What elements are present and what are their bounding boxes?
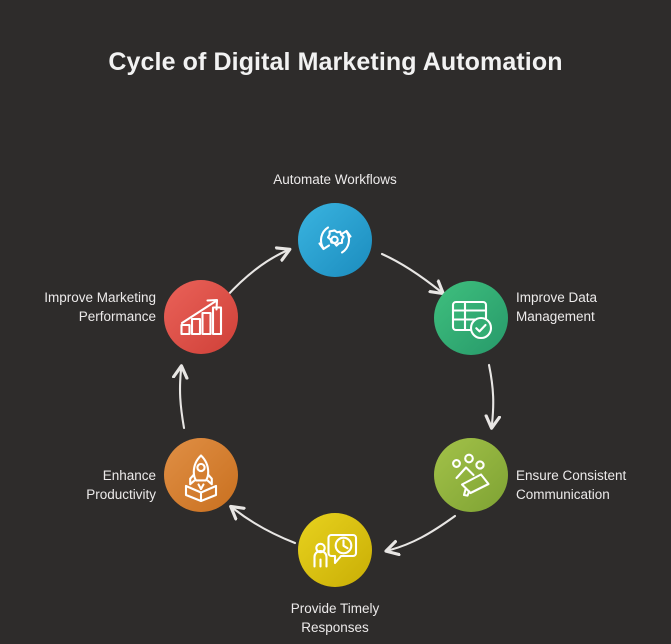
arrow-responses-to-productivity [234,509,297,545]
arrow-automate-to-data [380,252,440,291]
node-automate-workflows[interactable] [298,203,372,277]
megaphone-network-icon [452,453,490,497]
arrow-productivity-to-performance [180,370,184,430]
table-check-icon [451,300,493,340]
node-improve-marketing-performance[interactable] [164,280,238,354]
label-automate-workflows: Automate Workflows [273,172,397,187]
arrow-communication-to-responses [390,514,457,550]
label-ensure-consistent-communication: Ensure Consistent Communication [516,468,627,502]
label-improve-marketing-performance: Improve Marketing Performance [44,290,156,324]
node-enhance-productivity[interactable] [164,438,238,512]
label-enhance-productivity: Enhance Productivity [86,468,156,502]
node-ensure-consistent-communication[interactable] [434,438,508,512]
node-improve-data-management[interactable] [434,281,508,355]
label-improve-data-management: Improve Data Management [516,290,598,324]
node-provide-timely-responses[interactable] [298,513,372,587]
arrow-performance-to-automate [224,251,286,299]
growth-bar-chart-icon [180,298,223,336]
page-title: Cycle of Digital Marketing Automation [108,48,563,76]
person-clock-chat-icon [313,533,358,568]
rocket-launch-icon [184,454,218,503]
label-provide-timely-responses: Provide Timely Responses [290,601,380,635]
arrow-data-to-communication [489,363,493,424]
gear-refresh-icon [318,226,352,254]
